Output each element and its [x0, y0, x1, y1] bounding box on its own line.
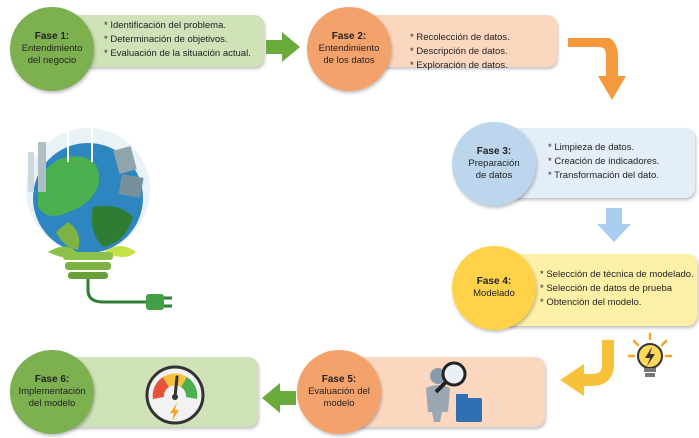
- list-item: Creación de indicadores.: [548, 155, 659, 169]
- list-item: Descripción de datos.: [410, 45, 510, 59]
- list-item: Exploración de datos.: [410, 59, 510, 73]
- phase5-title: Fase 5:: [321, 374, 357, 385]
- curved-arrow-left-icon: [560, 340, 614, 396]
- phase1-items: Identificación del problema. Determinaci…: [104, 19, 251, 61]
- list-item: Selección de datos de prueba: [540, 282, 694, 296]
- phase1-circle: Fase 1: Entendimiento del negocio: [10, 7, 94, 91]
- phase2-items: Recolección de datos. Descripción de dat…: [410, 31, 510, 73]
- phase3-name: Preparación de datos: [468, 158, 520, 181]
- phase2-title: Fase 2:: [331, 31, 367, 42]
- arrow-right-icon: [266, 32, 300, 62]
- phase6-title: Fase 6:: [34, 374, 70, 385]
- list-item: Evaluación de la situación actual.: [104, 47, 250, 61]
- phase3-items: Limpieza de datos. Creación de indicador…: [548, 141, 659, 183]
- list-item: Selección de técnica de modelado.: [540, 268, 693, 282]
- curved-arrow-down-icon: [568, 38, 626, 100]
- phase5-circle: Fase 5: Evaluación del modelo: [297, 350, 381, 434]
- phase4-circle: Fase 4: Modelado: [452, 246, 536, 330]
- phase3-title: Fase 3:: [476, 146, 512, 157]
- list-item: Recolección de datos.: [410, 31, 509, 45]
- list-item: Transformación del dato.: [548, 169, 659, 183]
- list-item: Obtención del modelo.: [540, 296, 694, 310]
- phase4-name: Modelado: [473, 288, 515, 299]
- list-item: Limpieza de datos.: [548, 141, 659, 155]
- arrow-down-icon: [597, 208, 631, 242]
- phase5-name: Evaluación del modelo: [308, 386, 370, 409]
- phase2-circle: Fase 2: Entendimiento de los datos: [307, 7, 391, 91]
- phase6-name: Implementación del modelo: [18, 386, 86, 409]
- phase4-items: Selección de técnica de modelado. Selecc…: [540, 268, 694, 310]
- phase2-name: Entendimiento de los datos: [318, 43, 380, 66]
- phase4-title: Fase 4:: [476, 276, 512, 287]
- list-item: Identificación del problema.: [104, 19, 251, 33]
- phase6-circle: Fase 6: Implementación del modelo: [10, 350, 94, 434]
- arrow-left-icon: [262, 383, 296, 413]
- speedometer-icon: [145, 365, 205, 425]
- magnifier-person-icon: [426, 361, 482, 422]
- list-item: Determinación de objetivos.: [104, 33, 251, 47]
- phase3-circle: Fase 3: Preparación de datos: [452, 122, 536, 206]
- phase1-title: Fase 1:: [34, 31, 70, 42]
- lightbulb-icon: [627, 332, 673, 377]
- phase1-name: Entendimiento del negocio: [21, 43, 83, 66]
- eco-lightbulb-icon: [26, 113, 172, 310]
